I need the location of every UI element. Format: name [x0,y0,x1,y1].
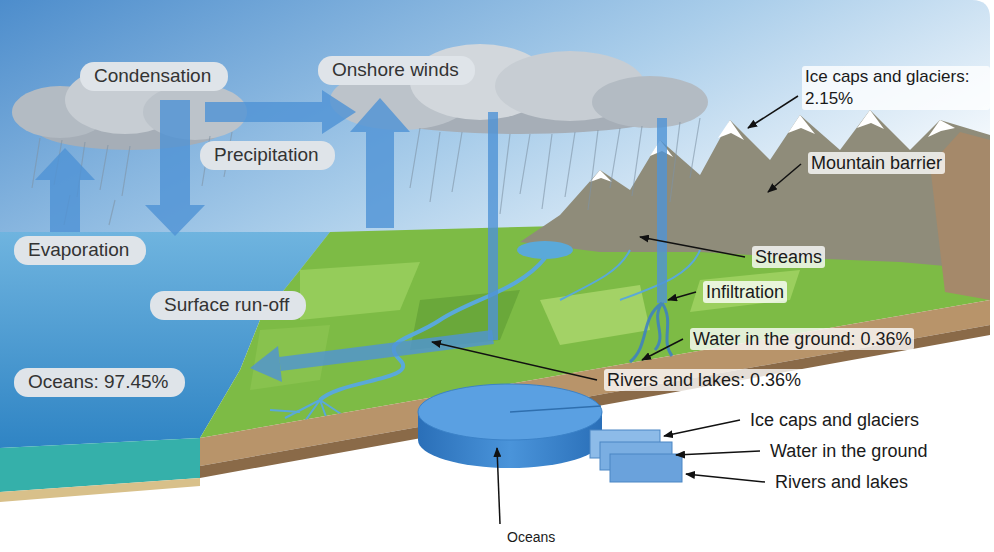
wind-arrow [205,90,356,134]
snow-cap [718,120,744,140]
pill-text: Precipitation [214,143,319,167]
precipitation-arrow [145,100,205,236]
pill-text: Oceans: 97.45% [28,370,168,394]
field [300,262,420,320]
river [320,258,545,400]
callout-label: Streams [752,246,825,268]
pill-text: Condensation [94,64,211,88]
callout-label: Mountain barrier [808,152,945,174]
process-pill: Precipitation [200,141,335,170]
evaporation-arrow [350,98,410,228]
process-pill: Condensation [80,62,228,91]
snow-cap [857,110,884,129]
pie-slice-line [510,406,601,412]
callout-label: Rivers and lakes [772,471,911,493]
leader-line [432,342,597,380]
leader-line [497,448,500,524]
leader-line [768,164,801,192]
process-pill: Surface run-off [150,291,306,320]
callout-label: Infiltration [703,281,787,303]
rain [410,118,700,214]
leader-line [668,292,696,300]
leader-line [748,96,798,128]
callout-label: Rivers and lakes: 0.36% [604,369,804,391]
snow-cap [928,120,955,137]
infiltration-lines [630,303,672,362]
run-off-arrow-head [250,346,282,382]
callout-label: Water in the ground [767,440,930,462]
leader-line [686,474,765,482]
pill-text: Evaporation [28,238,129,262]
stream [560,250,700,300]
field [690,270,800,312]
pie-chart-top [418,384,602,440]
precipitation-bar [657,118,667,303]
process-pill: Onshore winds [318,56,475,85]
pill-text: Surface run-off [164,293,289,317]
river-slab [610,454,682,482]
leader-line [642,339,683,360]
process-pill: Evaporation [14,236,146,265]
sea-bed [0,478,200,502]
leader-line [640,237,745,257]
precipitation-bar [488,112,498,340]
leader-line [676,451,760,455]
callout-label: Ice caps and glaciers: 2.15% [802,66,990,110]
ground-section [200,300,990,466]
callout-label: Water in the ground: 0.36% [690,328,914,350]
pill-text: Onshore winds [332,58,459,82]
ground-section [200,325,990,478]
callout-label: Ice caps and glaciers [747,409,922,431]
callout-label: Oceans [504,526,558,548]
evaporation-arrow [35,148,95,232]
leader-line [664,420,740,436]
lake [517,241,573,259]
cloud [592,76,708,128]
process-pill: Oceans: 97.45% [14,368,185,397]
run-off-arrow [280,337,493,364]
snow-cap [788,115,815,134]
